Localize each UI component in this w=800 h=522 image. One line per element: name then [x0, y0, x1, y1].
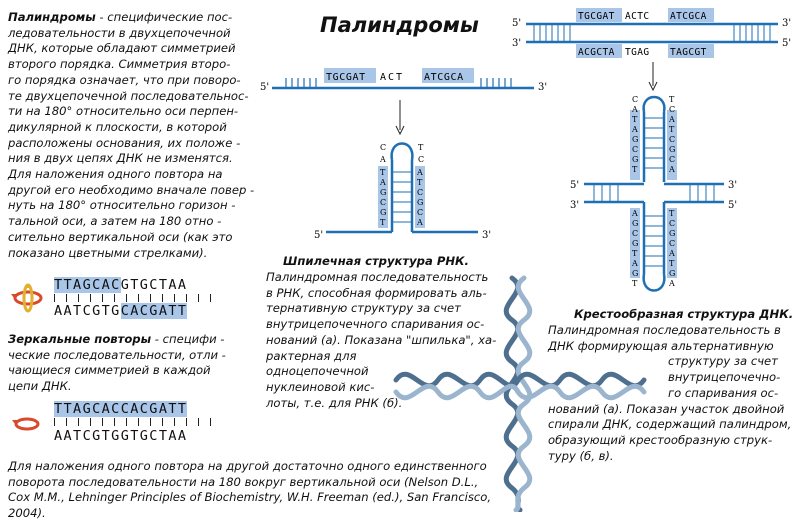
svg-text:5': 5'	[570, 180, 579, 191]
svg-text:A: A	[631, 209, 638, 218]
svg-text:C: C	[632, 229, 638, 238]
hairpin-seq-mid: ACT	[380, 72, 404, 83]
hairpin-loop-left: C	[380, 143, 386, 152]
svg-text:3': 3'	[570, 200, 579, 211]
svg-text:3': 3'	[728, 180, 737, 191]
svg-text:A: A	[631, 259, 638, 268]
svg-text:G: G	[632, 269, 638, 278]
svg-text:C: C	[669, 155, 675, 164]
hairpin-seq-left: TGCGAT	[326, 72, 366, 83]
intro-paragraph: Палиндромы - специфические пос- ледовате…	[8, 10, 255, 260]
svg-text:C: C	[669, 105, 675, 114]
svg-text:A: A	[668, 115, 675, 124]
svg-text:C: C	[669, 135, 675, 144]
rotation-arrows-icon	[11, 283, 43, 313]
mirror-term: Зеркальные повторы	[8, 332, 152, 346]
palindrome-top-strand: TTAGCACGTGCTAA	[54, 277, 188, 293]
svg-text:TGAG: TGAG	[625, 47, 649, 58]
svg-text:3': 3'	[782, 18, 791, 29]
svg-text:G: G	[632, 239, 638, 248]
hairpin-text: Палиндромная последовательность в РНК, с…	[266, 270, 497, 410]
svg-text:G: G	[632, 135, 638, 144]
svg-text:TGCGAT: TGCGAT	[578, 11, 615, 22]
hairpin-stem-right: C	[417, 188, 423, 197]
rotation-arrow-icon	[12, 417, 40, 431]
svg-text:3': 3'	[512, 38, 521, 49]
hairpin-stem-left: G	[380, 208, 386, 217]
svg-text:G: G	[669, 269, 675, 278]
hairpin-diagram: 5' 3' TGCGAT ACT ATCGCA C A T C T A G C …	[260, 68, 547, 241]
svg-text:G: G	[669, 229, 675, 238]
hairpin-loop-left: A	[379, 155, 386, 164]
svg-text:G: G	[632, 219, 638, 228]
cruciform-helix-illustration	[393, 275, 647, 512]
svg-text:5': 5'	[512, 18, 521, 29]
svg-text:T: T	[669, 95, 675, 104]
svg-text:A: A	[668, 165, 675, 174]
hairpin-stem-left: G	[380, 188, 386, 197]
svg-text:A: A	[668, 279, 675, 288]
hairpin-loop-right: T	[418, 143, 424, 152]
svg-text:A: A	[631, 105, 638, 114]
page-title: Палиндромы	[320, 13, 479, 37]
svg-text:5': 5'	[782, 38, 791, 49]
svg-text:A: A	[631, 125, 638, 134]
svg-text:G: G	[632, 155, 638, 164]
svg-text:T: T	[632, 165, 638, 174]
hairpin-3-end-lower: 3'	[482, 230, 491, 241]
svg-text:A: A	[668, 249, 675, 258]
svg-text:ACGCTA: ACGCTA	[578, 47, 615, 58]
svg-text:T: T	[669, 209, 675, 218]
hairpin-stem-right: G	[417, 198, 423, 207]
hairpin-caption: Шпилечная структура РНК.	[283, 254, 469, 268]
mirror-top-strand: TTAGCACCACGATT	[54, 401, 188, 417]
intro-term: Палиндромы	[8, 10, 96, 24]
svg-text:C: C	[669, 239, 675, 248]
hairpin-stem-right: T	[417, 178, 423, 187]
svg-text:ACTC: ACTC	[625, 11, 649, 22]
hairpin-stem-left: T	[380, 168, 386, 177]
hairpin-stem-left: T	[380, 218, 386, 227]
hairpin-stem-left: A	[379, 178, 386, 187]
palindrome-pairs	[54, 294, 222, 302]
svg-text:ATCGCA: ATCGCA	[670, 11, 707, 22]
svg-text:T: T	[669, 259, 675, 268]
hairpin-loop-right: C	[418, 155, 424, 164]
palindrome-bottom-strand: AATCGTGCACGATT	[54, 303, 188, 319]
svg-text:T: T	[669, 125, 675, 134]
hairpin-stem-right: C	[417, 208, 423, 217]
hairpin-5-end-lower: 5'	[314, 230, 323, 241]
cruciform-text: Палиндромная последовательность в ДНК фо…	[548, 323, 792, 463]
mirror-bottom-strand: AATCGTGGTGCTAA	[54, 428, 188, 444]
svg-text:TAGCGT: TAGCGT	[670, 47, 707, 58]
hairpin-5-end: 5'	[260, 82, 269, 93]
svg-text:5': 5'	[728, 200, 737, 211]
svg-text:C: C	[669, 219, 675, 228]
mirror-paragraph: Зеркальные повторы - специфи - ческие по…	[8, 332, 226, 394]
svg-text:C: C	[632, 95, 638, 104]
svg-text:T: T	[632, 249, 638, 258]
svg-text:T: T	[632, 115, 638, 124]
hairpin-3-end: 3'	[538, 82, 547, 93]
mirror-pairs	[54, 418, 222, 426]
cruciform-caption: Крестообразная структура ДНК.	[574, 307, 794, 321]
svg-text:G: G	[669, 145, 675, 154]
hairpin-stem-left: C	[380, 198, 386, 207]
hairpin-stem-right: A	[416, 218, 423, 227]
hairpin-seq-right: ATCGCA	[424, 72, 464, 83]
hairpin-stem-right: A	[416, 168, 423, 177]
svg-text:C: C	[632, 145, 638, 154]
cruciform-diagram: 5' 3' 3' 5' TGCGAT ACTC ATCGCA ACGCTA TG…	[512, 8, 791, 292]
svg-text:T: T	[632, 279, 638, 288]
